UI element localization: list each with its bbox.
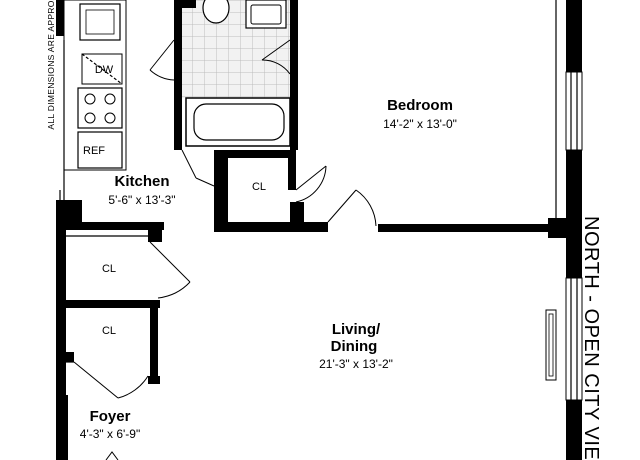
refrigerator-icon — [77, 131, 123, 169]
foyer-dims: 4'-3" x 6'-9" — [80, 427, 140, 441]
entry-door-marker — [105, 451, 119, 460]
radiator — [545, 309, 557, 381]
dimensions-note: ALL DIMENSIONS ARE APPROX — [46, 0, 56, 130]
foyer-name: Foyer — [90, 408, 131, 425]
closet-door-bedroom — [295, 165, 327, 203]
bathtub-icon — [185, 97, 291, 147]
window-living — [565, 277, 583, 401]
refrigerator-label: REF — [83, 145, 105, 157]
stove-icon — [77, 87, 123, 129]
sink-icon — [245, 0, 287, 29]
kitchen-counter — [63, 0, 127, 171]
closet-label-upper: CL — [102, 263, 116, 275]
closet-door-upper — [149, 241, 191, 299]
window-bedroom — [565, 71, 583, 151]
dishwasher-label: DW — [95, 64, 114, 76]
closet-label-lower: CL — [102, 325, 116, 337]
kitchen-dims: 5'-6" x 13'-3" — [108, 193, 175, 207]
bedroom-dims: 14'-2" x 13'-0" — [383, 117, 457, 131]
kitchen-door — [181, 149, 215, 187]
living-name-line1: Living/ — [332, 321, 381, 338]
bathroom-door — [149, 39, 291, 81]
closet-door-lower — [73, 361, 149, 399]
bedroom-name: Bedroom — [387, 97, 453, 114]
living-name-line2: Dining — [331, 338, 378, 355]
kitchen-name: Kitchen — [114, 173, 169, 190]
orientation-note: NORTH - OPEN CITY VIEW — [580, 216, 602, 460]
living-dims: 21'-3" x 13'-2" — [319, 357, 393, 371]
walls — [56, 0, 582, 460]
toilet-icon — [202, 0, 230, 24]
bedroom-door — [327, 189, 377, 227]
dishwasher-icon — [81, 53, 123, 85]
closet-label-bedroom: CL — [252, 181, 266, 193]
